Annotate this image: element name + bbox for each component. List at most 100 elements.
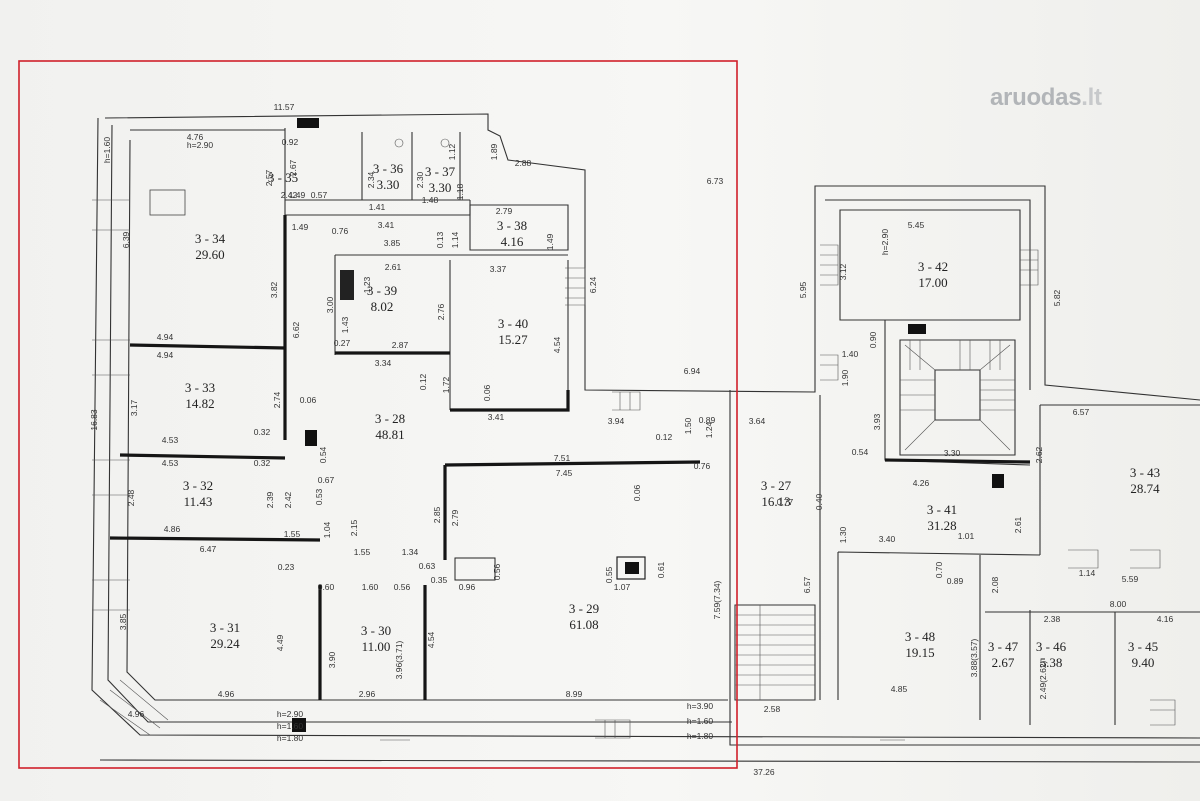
room-id: 3 - 46 <box>1036 639 1067 654</box>
dimension-label: 0.54 <box>318 446 328 463</box>
dimension-label: 2.48 <box>126 489 136 506</box>
dimension-label: 0.23 <box>278 562 295 572</box>
dimension-label: 4.16 <box>1157 614 1174 624</box>
dimension-label: 2.74 <box>272 391 282 408</box>
dimension-label: 2.38 <box>1044 614 1061 624</box>
height-label: h=1.60 <box>102 137 112 164</box>
dimension-label: 6.62 <box>291 321 301 338</box>
logo-tld: .lt <box>1081 84 1102 111</box>
dimension-label: 0.89 <box>947 576 964 586</box>
dimension-label: 5.59 <box>1122 574 1139 584</box>
room-area: 9.40 <box>1132 655 1155 670</box>
room-id: 3 - 32 <box>183 478 213 493</box>
dimension-label: 3.88(3.57) <box>969 638 979 677</box>
dimension-label: 1.60 <box>362 582 379 592</box>
dimension-label: 4.53 <box>162 435 179 445</box>
dimension-label: 3.96(3.71) <box>394 640 404 679</box>
dimension-label: 1.49 <box>292 222 309 232</box>
room-id: 3 - 41 <box>927 502 957 517</box>
dimension-label: 3.90 <box>327 651 337 668</box>
dimension-label: 37.26 <box>753 767 775 777</box>
room-area: 19.15 <box>905 645 934 660</box>
dimension-label: 1.30 <box>838 526 848 543</box>
room-area: 11.43 <box>184 494 213 509</box>
dimension-label: 0.96 <box>459 582 476 592</box>
dimension-label: 1.04 <box>322 521 332 538</box>
dimension-label: 2.79 <box>496 206 513 216</box>
dimension-label: 1.24 <box>704 421 714 438</box>
dimension-label: 4.85 <box>891 684 908 694</box>
dimension-label: 1.18 <box>455 183 465 200</box>
dimension-label: 3.93 <box>872 413 882 430</box>
dimension-label: 2.15 <box>349 519 359 536</box>
dimension-label: 5.82 <box>1052 289 1062 306</box>
interior-walls <box>130 128 1200 725</box>
dimension-label: 16.83 <box>89 409 99 431</box>
dimension-label: 0.27 <box>334 338 351 348</box>
height-label: h=2.90 <box>277 709 304 719</box>
dimension-label: 3.12 <box>838 263 848 280</box>
room-id: 3 - 36 <box>373 161 404 176</box>
dimension-label: 2.42 <box>283 491 293 508</box>
bearing-walls <box>109 215 1031 700</box>
dimension-label: 1.14 <box>1079 568 1096 578</box>
room-id: 3 - 37 <box>425 164 456 179</box>
dimension-label: 1.72 <box>441 376 451 393</box>
room-area: 8.02 <box>371 299 394 314</box>
room-area: 31.28 <box>927 518 956 533</box>
dimension-label: 2.67 <box>288 159 298 176</box>
dimension-label: 0.60 <box>318 582 335 592</box>
dimension-label: 4.76 <box>187 132 204 142</box>
dimension-label: 2.30 <box>415 171 425 188</box>
height-label: h=3.90 <box>687 701 714 711</box>
dimension-label: 2.57 <box>264 169 274 186</box>
height-label: h=1.80 <box>277 733 304 743</box>
dimension-label: 3.40 <box>879 534 896 544</box>
dimension-label: 3.85 <box>118 613 128 630</box>
dimension-label: 6.57 <box>1073 407 1090 417</box>
dimension-label: 5.45 <box>908 220 925 230</box>
dimension-label: 7.45 <box>556 468 573 478</box>
dimension-label: 1.12 <box>447 143 457 160</box>
room-area: 11.00 <box>362 639 391 654</box>
dimension-label: 1.34 <box>402 547 419 557</box>
dimension-label: 4.96 <box>128 709 145 719</box>
dimension-label: 4.94 <box>157 332 174 342</box>
dimension-label: 0.55 <box>604 566 614 583</box>
room-id: 3 - 39 <box>367 283 397 298</box>
dimension-label: 0.67 <box>318 475 335 485</box>
dimension-label: 1.14 <box>450 231 460 248</box>
dimension-label: 6.24 <box>588 276 598 293</box>
room-id: 3 - 42 <box>918 259 948 274</box>
dimension-label: 1.49 <box>545 233 555 250</box>
room-id: 3 - 28 <box>375 411 405 426</box>
dimension-label: 0.70 <box>934 561 944 578</box>
dimension-label: 2.08 <box>990 576 1000 593</box>
dimension-label: 2.87 <box>392 340 409 350</box>
room-area: 16.13 <box>761 494 790 509</box>
dimension-label: 3.85 <box>384 238 401 248</box>
dimension-label: 2.85 <box>432 506 442 523</box>
dimension-label: 0.92 <box>282 137 299 147</box>
dimension-label: 0.06 <box>482 384 492 401</box>
room-area: 15.27 <box>498 332 528 347</box>
dimension-label: 1.55 <box>284 529 301 539</box>
dimension-label: 3.17 <box>129 399 139 416</box>
dimension-label: 3.41 <box>488 412 505 422</box>
dimension-label: 2.61 <box>1013 516 1023 533</box>
dimension-label: 0.56 <box>394 582 411 592</box>
dimension-label: 2.61 <box>385 262 402 272</box>
room-id: 3 - 27 <box>761 478 792 493</box>
room-id: 3 - 30 <box>361 623 391 638</box>
dimension-label: 0.90 <box>868 331 878 348</box>
dimension-label: 3.34 <box>375 358 392 368</box>
room-id: 3 - 48 <box>905 629 935 644</box>
dimension-label: 0.61 <box>656 561 666 578</box>
room-area: 48.81 <box>375 427 404 442</box>
dimension-label: 1.23 <box>362 276 372 293</box>
dimension-label: 2.62 <box>1034 446 1044 463</box>
dimension-label: 4.49 <box>275 634 285 651</box>
dimension-label: 3.82 <box>269 281 279 298</box>
dimension-label: 0.76 <box>332 226 349 236</box>
